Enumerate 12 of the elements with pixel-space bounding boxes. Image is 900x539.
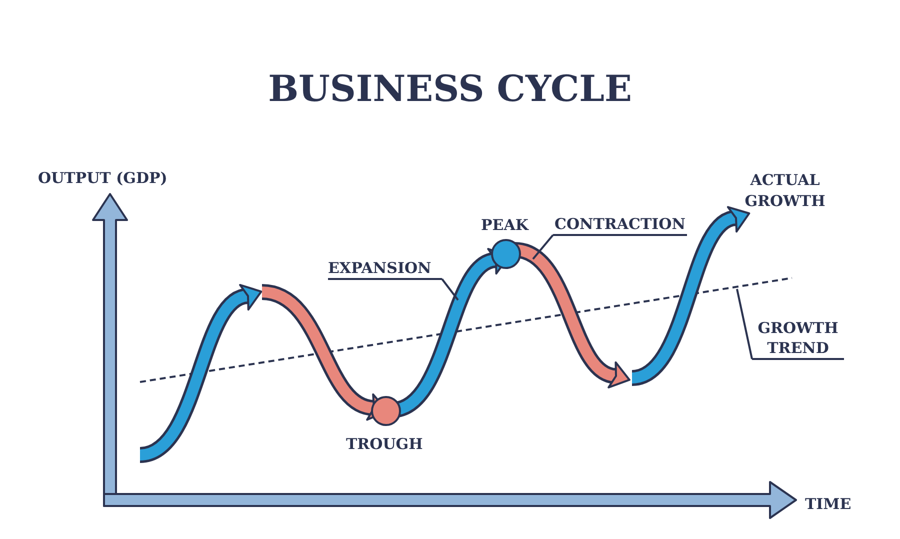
point-label: PEAK	[481, 215, 530, 236]
point-label: TROUGH	[346, 434, 424, 455]
diagram-title: BUSINESS CYCLE	[267, 67, 633, 112]
part-label: CONTRACTION	[554, 214, 686, 234]
part-label: EXPANSION	[328, 258, 432, 278]
curve-label: ACTUAL GROWTH	[744, 170, 826, 212]
axis-label: TIME	[805, 494, 852, 515]
leader-line	[441, 278, 459, 301]
leader-line	[532, 234, 554, 260]
leader-line	[736, 288, 753, 360]
part-label: GROWTH TREND	[756, 318, 840, 358]
axis-label: OUTPUT (GDP)	[38, 168, 168, 189]
